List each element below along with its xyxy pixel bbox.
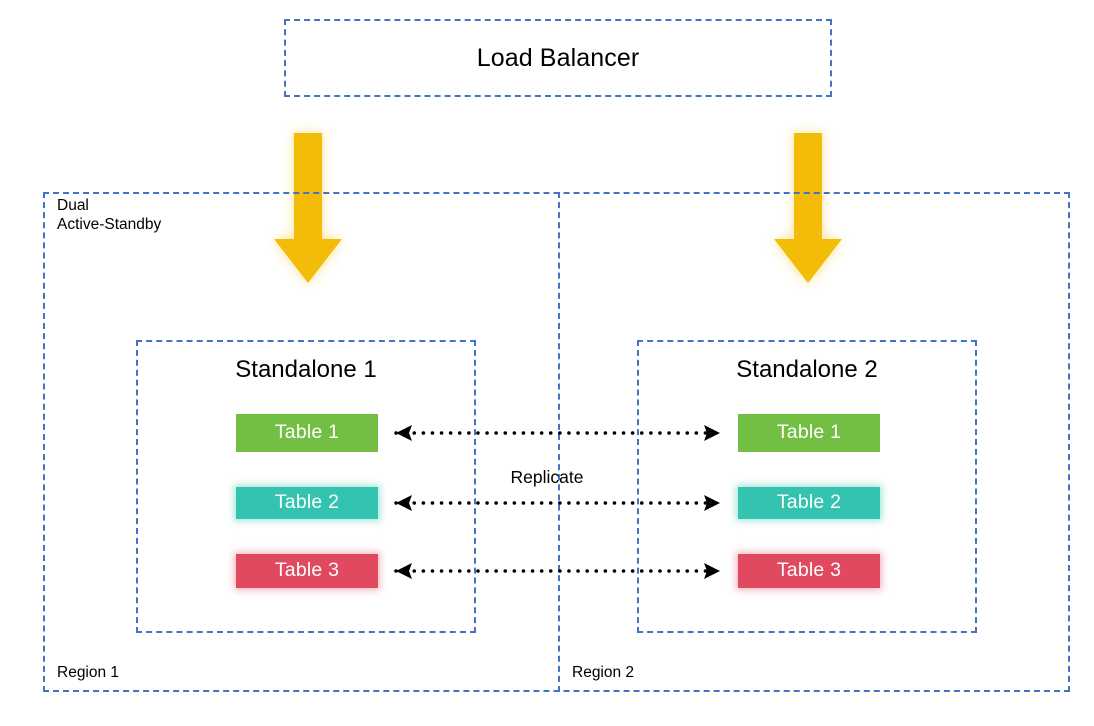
standalone-1-title: Standalone 1: [235, 356, 377, 383]
dual-active-standby-container[interactable]: [43, 192, 1070, 692]
standalone-2-box[interactable]: [637, 340, 977, 633]
standalone-1-table-2[interactable]: Table 2: [236, 487, 378, 519]
load-balancer-box[interactable]: Load Balancer: [284, 19, 832, 97]
replicate-label-text: Replicate: [510, 467, 584, 487]
standalone-2-table-3[interactable]: Table 3: [738, 554, 880, 588]
standalone-2-table-2[interactable]: Table 2: [738, 487, 880, 519]
replicate-label: Replicate: [0, 466, 1094, 488]
standalone-1-table-1[interactable]: Table 1: [236, 414, 378, 452]
standalone-2-title: Standalone 2: [736, 356, 878, 383]
replicate-connector-table-3: [394, 563, 722, 579]
standalone-1-box[interactable]: [136, 340, 476, 633]
replicate-connector-table-2: [394, 495, 722, 511]
region-1-label: Region 1: [57, 664, 120, 681]
dual-active-standby-label: Dual Active-Standby: [57, 197, 162, 233]
standalone-1-table-3[interactable]: Table 3: [236, 554, 378, 588]
region-2-label: Region 2: [572, 664, 635, 681]
region-divider: [558, 192, 560, 692]
standalone-2-table-1[interactable]: Table 1: [738, 414, 880, 452]
replicate-connector-table-1: [394, 425, 722, 441]
load-balancer-label: Load Balancer: [476, 44, 640, 72]
ingress-arrow-down-icon-2: [774, 133, 842, 283]
ingress-arrow-down-icon-1: [274, 133, 342, 283]
